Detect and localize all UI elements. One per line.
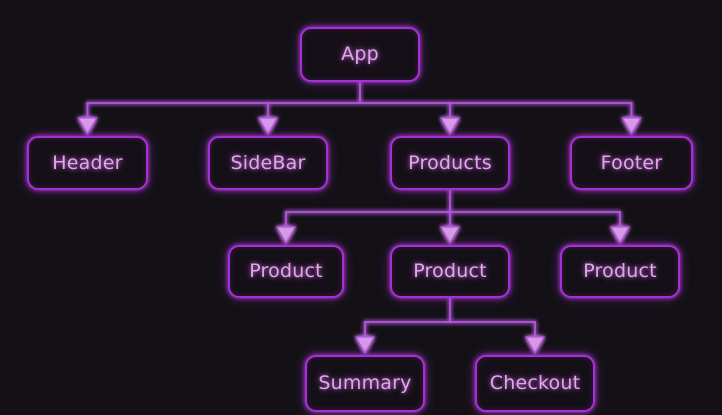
node-label: Product: [583, 260, 657, 282]
node-footer[interactable]: Footer: [570, 136, 693, 190]
node-summary[interactable]: Summary: [305, 355, 425, 412]
node-label: Header: [52, 151, 123, 174]
node-header[interactable]: Header: [27, 136, 148, 190]
edge-arrowhead-icon: [275, 226, 297, 245]
node-product3[interactable]: Product: [560, 245, 680, 298]
node-products[interactable]: Products: [390, 136, 510, 190]
node-label: Summary: [318, 372, 412, 394]
node-label: Checkout: [489, 372, 581, 394]
node-label: App: [341, 43, 379, 65]
edge-arrowhead-icon: [257, 117, 279, 136]
edge-arrowhead-icon: [439, 226, 461, 245]
node-label: Products: [408, 151, 492, 174]
node-label: SideBar: [230, 151, 306, 174]
node-product2[interactable]: Product: [390, 245, 510, 298]
node-sidebar[interactable]: SideBar: [208, 136, 328, 190]
edge-arrowhead-icon: [524, 336, 546, 355]
edge-arrowhead-icon: [609, 226, 631, 245]
edge-arrowhead-icon: [354, 336, 376, 355]
node-product1[interactable]: Product: [228, 245, 344, 298]
node-label: Product: [249, 260, 323, 282]
node-checkout[interactable]: Checkout: [475, 355, 595, 412]
node-label: Product: [413, 260, 487, 282]
edge-arrowhead-icon: [439, 117, 461, 136]
edge-group: [77, 81, 642, 355]
node-app[interactable]: App: [300, 27, 420, 82]
node-label: Footer: [600, 151, 663, 174]
edge-arrowhead-icon: [621, 117, 642, 136]
edge-arrowhead-icon: [77, 117, 98, 136]
